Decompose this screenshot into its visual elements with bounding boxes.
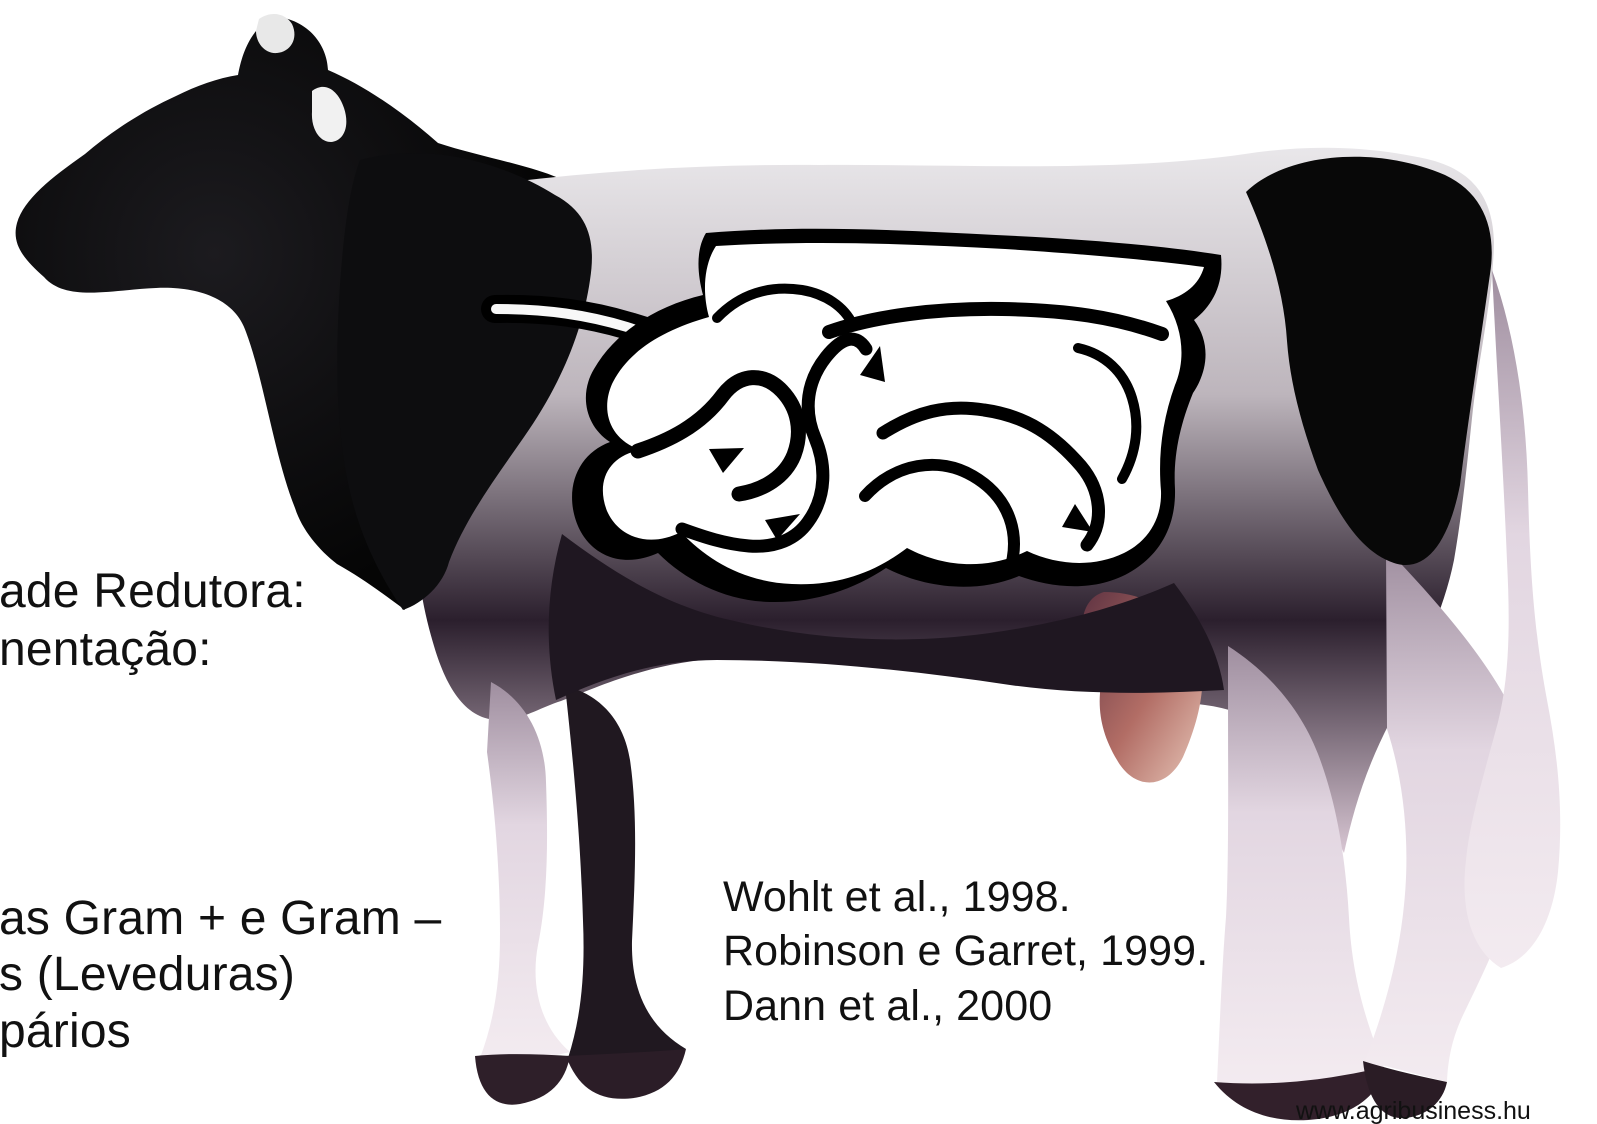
left-text-line-2: nentação: [0,626,212,674]
reference-line-2: Robinson e Garret, 1999. [723,930,1208,973]
cow-front-leg-right [565,686,686,1061]
source-credit: www.agribusiness.hu [1296,1099,1531,1124]
reference-line-3: Dann et al., 2000 [723,985,1052,1028]
cow-front-leg-left [480,682,570,1059]
left-text-line-3: as Gram + e Gram – [0,895,441,943]
dark-hoof-front-right [566,1049,686,1099]
reference-line-1: Wohlt et al., 1998. [723,876,1071,919]
dark-hoof-front-left [475,1054,570,1105]
cow-tail [1464,270,1560,968]
left-text-line-4: s (Leveduras) [0,951,295,999]
left-text-line-1: ade Redutora: [0,568,306,616]
left-text-line-5: pários [0,1008,131,1056]
